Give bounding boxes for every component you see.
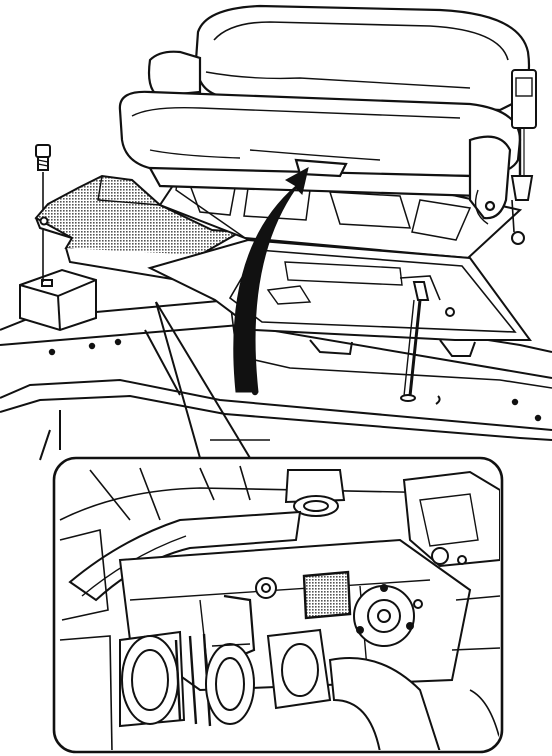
hatch-frame bbox=[147, 238, 532, 357]
callout-leaders bbox=[155, 301, 251, 459]
seat-icon bbox=[118, 4, 531, 225]
pedestal-block bbox=[19, 268, 97, 332]
bolt-icon bbox=[35, 144, 51, 282]
floor-chassis bbox=[0, 298, 552, 461]
engine-detail-icon bbox=[52, 456, 504, 754]
lift-arrow-icon bbox=[233, 167, 309, 393]
seat-belt-buckle-icon bbox=[510, 69, 537, 245]
gas-strut bbox=[399, 275, 455, 402]
